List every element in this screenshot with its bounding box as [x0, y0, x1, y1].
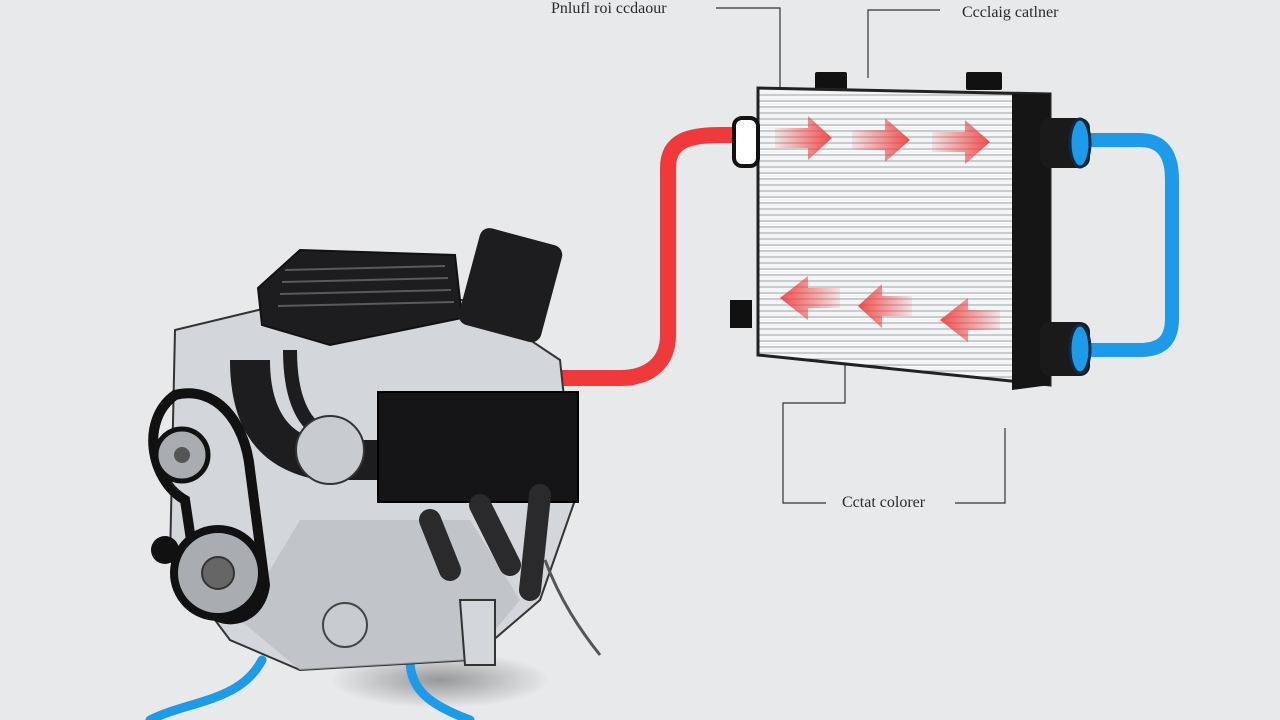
- cool-hose-left: [145, 655, 267, 720]
- radiator-outlet-upper-ring: [1068, 117, 1092, 169]
- flow-arrow-icon: [858, 284, 912, 328]
- label-top-left: Pnlufl roi ccdaour: [551, 0, 667, 17]
- intake-plenum: [377, 391, 579, 503]
- pulley-left: [151, 536, 179, 564]
- label-bottom: Cctat colorer: [842, 494, 926, 511]
- pulley-lower-hub: [201, 556, 235, 590]
- cool-coolant-hose: [1075, 133, 1179, 357]
- flow-arrow-icon: [775, 116, 832, 160]
- radiator-bracket: [730, 300, 752, 328]
- hot-coolant-hose: [517, 127, 750, 386]
- engine-mount-leg: [458, 599, 496, 666]
- leader-line-bottom-right: [955, 428, 1006, 504]
- flow-arrow-icon: [940, 298, 1000, 342]
- engine-cylinder-cap: [295, 415, 365, 485]
- exhaust-pipes: [419, 484, 551, 601]
- leader-line-top-left: [716, 7, 781, 90]
- radiator-icon: [730, 72, 1092, 390]
- flow-arrow-icon: [852, 118, 910, 162]
- pulley-upper-hub: [174, 447, 190, 463]
- engine-pipe-right: [543, 559, 602, 656]
- radiator-cap-left: [815, 72, 847, 90]
- label-top-right: Ccclaig catlner: [962, 4, 1059, 21]
- flow-arrow-icon: [780, 276, 840, 320]
- drive-belt: [148, 388, 271, 625]
- radiator-inlet-fitting: [732, 116, 760, 168]
- engine-boss: [322, 602, 368, 648]
- leader-line-top-right: [867, 9, 940, 78]
- flow-arrows: [775, 116, 1000, 342]
- valve-cover-ribs: [277, 265, 455, 307]
- intake-throttle: [458, 228, 563, 343]
- radiator-side-frame: [1012, 94, 1050, 390]
- engine-icon: [148, 228, 602, 672]
- leader-line-bottom: [782, 365, 846, 504]
- radiator-outlet-lower-ring: [1068, 323, 1092, 375]
- flow-arrow-icon: [932, 120, 990, 164]
- leader-lines: [716, 7, 1006, 504]
- radiator-cap-right: [966, 72, 1002, 90]
